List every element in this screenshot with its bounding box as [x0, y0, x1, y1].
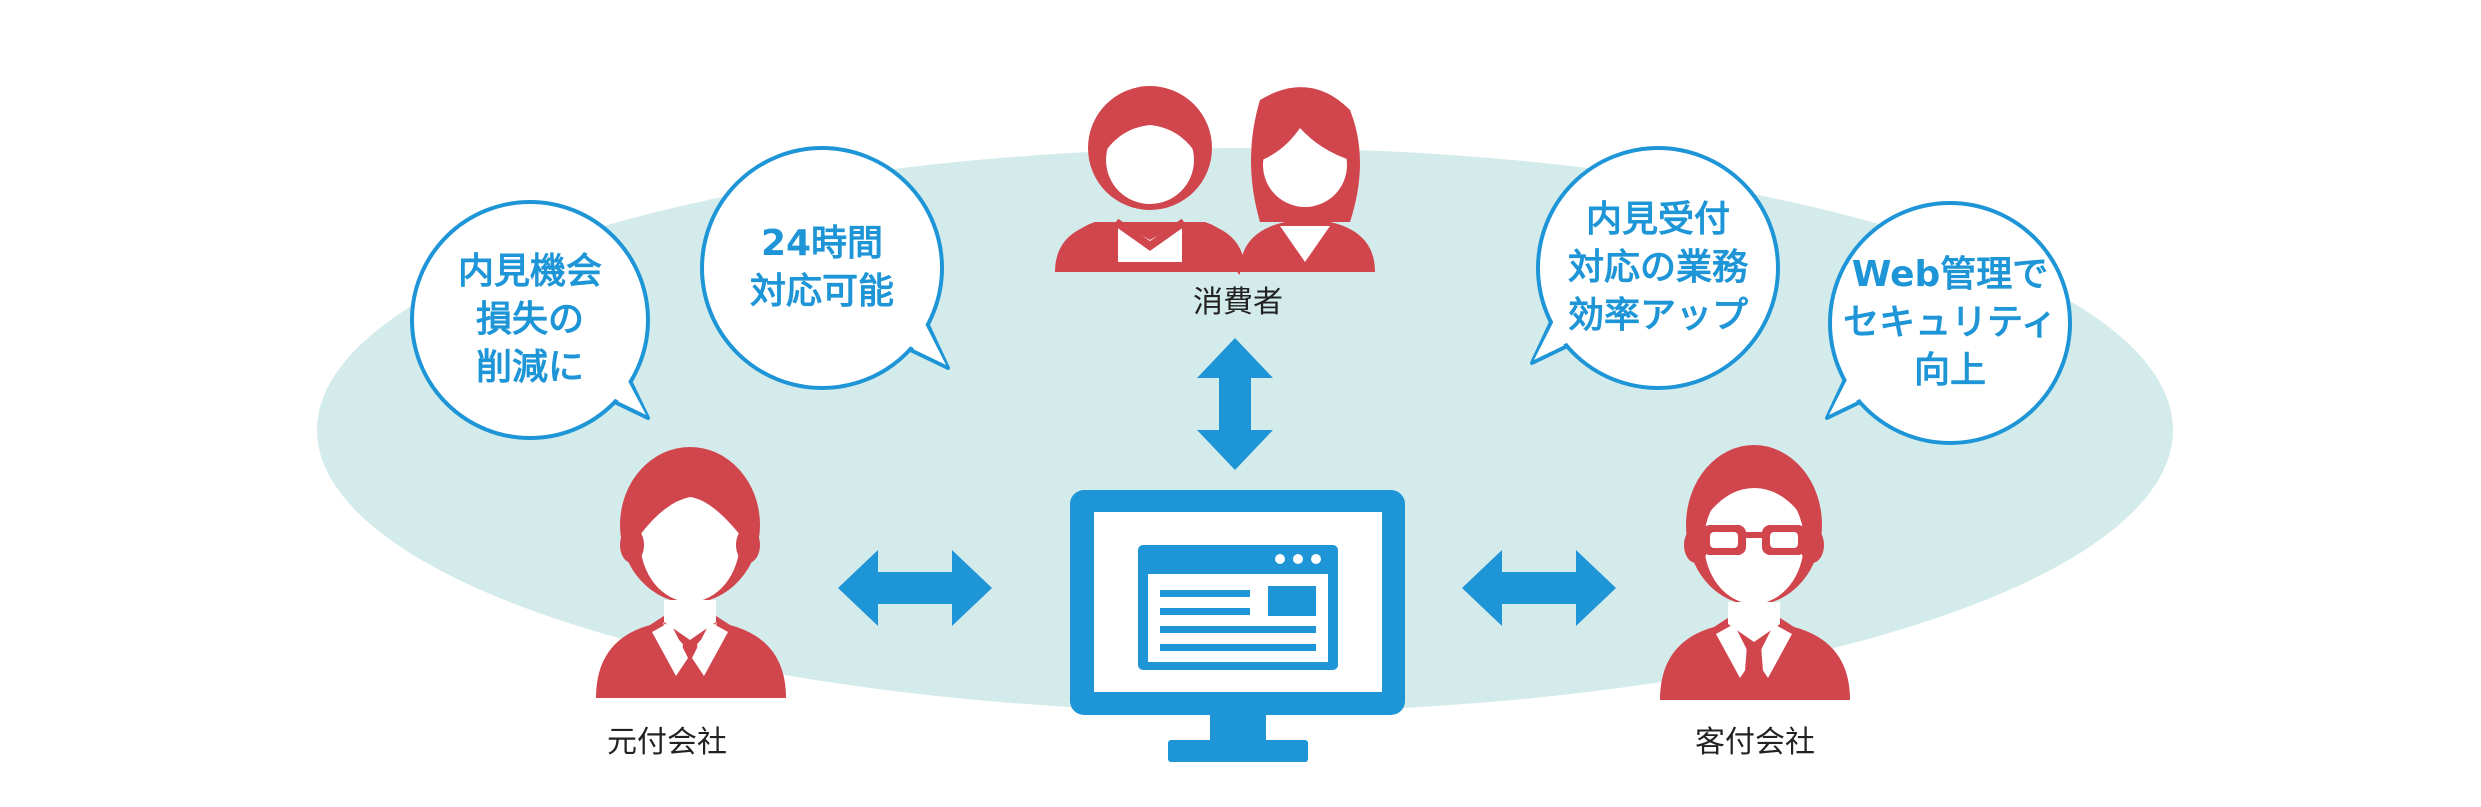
bubble-2-line-2: 対応可能 — [749, 271, 895, 312]
computer-monitor-icon — [1070, 490, 1405, 762]
consumer-label: 消費者 — [1193, 285, 1283, 320]
bubble-1-line-3: 削減に — [475, 347, 585, 388]
bubble-1-text: 内見機会 損失の 削減に — [458, 248, 602, 392]
bubble-3 — [1530, 146, 1780, 390]
client-company-label: 客付会社 — [1695, 725, 1815, 760]
bubble-3-line-3: 効率アップ — [1567, 295, 1749, 336]
client-connection-arrow — [1462, 550, 1616, 626]
bubble-4-line-1: Web管理で — [1851, 254, 2049, 295]
bubble-4-line-2: セキュリティ — [1843, 302, 2057, 343]
bubble-4-line-3: 向上 — [1913, 350, 1986, 391]
consumer-connection-arrow — [1197, 338, 1273, 470]
origin-connection-arrow — [838, 550, 992, 626]
bubble-1-line-2: 損失の — [475, 299, 585, 340]
bubble-3-line-2: 対応の業務 — [1567, 247, 1749, 288]
origin-company-label: 元付会社 — [607, 725, 727, 760]
bubble-2-text: 24時間 対応可能 — [750, 220, 894, 316]
consumers-couple-icon — [1055, 86, 1375, 275]
bubble-4 — [1825, 201, 2072, 445]
bubble-2-line-1: 24時間 — [760, 223, 884, 264]
bubble-1 — [410, 200, 650, 440]
bubble-3-line-1: 内見受付 — [1585, 199, 1731, 240]
bubble-4-text: Web管理で セキュリティ 向上 — [1843, 251, 2057, 395]
bubble-2 — [700, 146, 950, 390]
bubble-3-text: 内見受付 対応の業務 効率アップ — [1568, 196, 1748, 340]
businessman-icon — [596, 447, 786, 698]
businessman-glasses-icon — [1660, 445, 1850, 700]
bubble-1-line-1: 内見機会 — [457, 251, 603, 292]
